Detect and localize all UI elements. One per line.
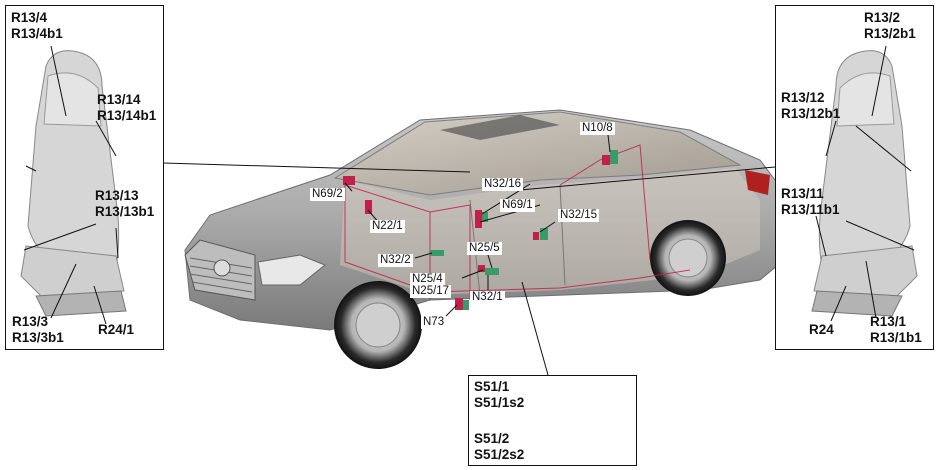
right-seat-label-r13-11b1: R13/11b1 [781, 202, 840, 217]
right-seat-panel [775, 5, 934, 350]
switch-label-s51-1: S51/1 [474, 379, 510, 394]
left-seat-label-r13-4b1: R13/4b1 [11, 26, 63, 41]
switch-label-s51-2: S51/2 [474, 431, 510, 446]
label-n10-8: N10/8 [580, 122, 615, 135]
left-seat-label-r24-1: R24/1 [98, 322, 135, 337]
right-seat-label-r13-2b1: R13/2b1 [864, 26, 916, 41]
left-seat-label-r13-3: R13/3 [12, 314, 49, 329]
left-seat-label-r13-4: R13/4 [11, 10, 48, 25]
right-seat-illustration [811, 45, 918, 322]
right-seat-label-r13-11: R13/11 [781, 186, 824, 201]
left-seat-panel [5, 5, 164, 350]
left-seat-label-r13-13: R13/13 [95, 188, 139, 203]
right-seat-label-r13-1b1: R13/1b1 [870, 330, 922, 345]
left-seat-illustration [20, 45, 127, 325]
label-n25-4: N25/4 [410, 273, 445, 286]
label-n32-1: N32/1 [470, 291, 505, 304]
components [343, 150, 618, 310]
switch-label-s51-1s2: S51/1s2 [474, 395, 525, 410]
right-seat-label-r13-12: R13/12 [781, 90, 825, 105]
left-seat-label-r13-13b1: R13/13b1 [95, 204, 155, 219]
label-n69-2: N69/2 [310, 188, 345, 201]
left-seat-label-r13-14: R13/14 [97, 92, 141, 107]
label-n32-15: N32/15 [558, 209, 600, 222]
seat-switch-panel [468, 375, 637, 466]
right-seat-label-r13-1: R13/1 [870, 314, 907, 329]
right-seat-label-r13-12b1: R13/12b1 [781, 106, 841, 121]
label-n32-16: N32/16 [482, 178, 524, 191]
label-n32-2: N32/2 [378, 254, 413, 267]
label-n73: N73 [421, 316, 447, 329]
right-seat-label-r13-2: R13/2 [864, 10, 901, 25]
label-n22-1: N22/1 [370, 220, 405, 233]
label-n25-5: N25/5 [467, 242, 502, 255]
car-body [184, 109, 791, 369]
switch-label-s51-2s2: S51/2s2 [474, 447, 525, 462]
right-seat-label-r24: R24 [809, 322, 834, 337]
label-n69-1: N69/1 [500, 199, 535, 212]
label-n25-17: N25/17 [410, 285, 452, 298]
left-seat-label-r13-3b1: R13/3b1 [12, 330, 64, 345]
left-seat-label-r13-14b1: R13/14b1 [97, 108, 157, 123]
